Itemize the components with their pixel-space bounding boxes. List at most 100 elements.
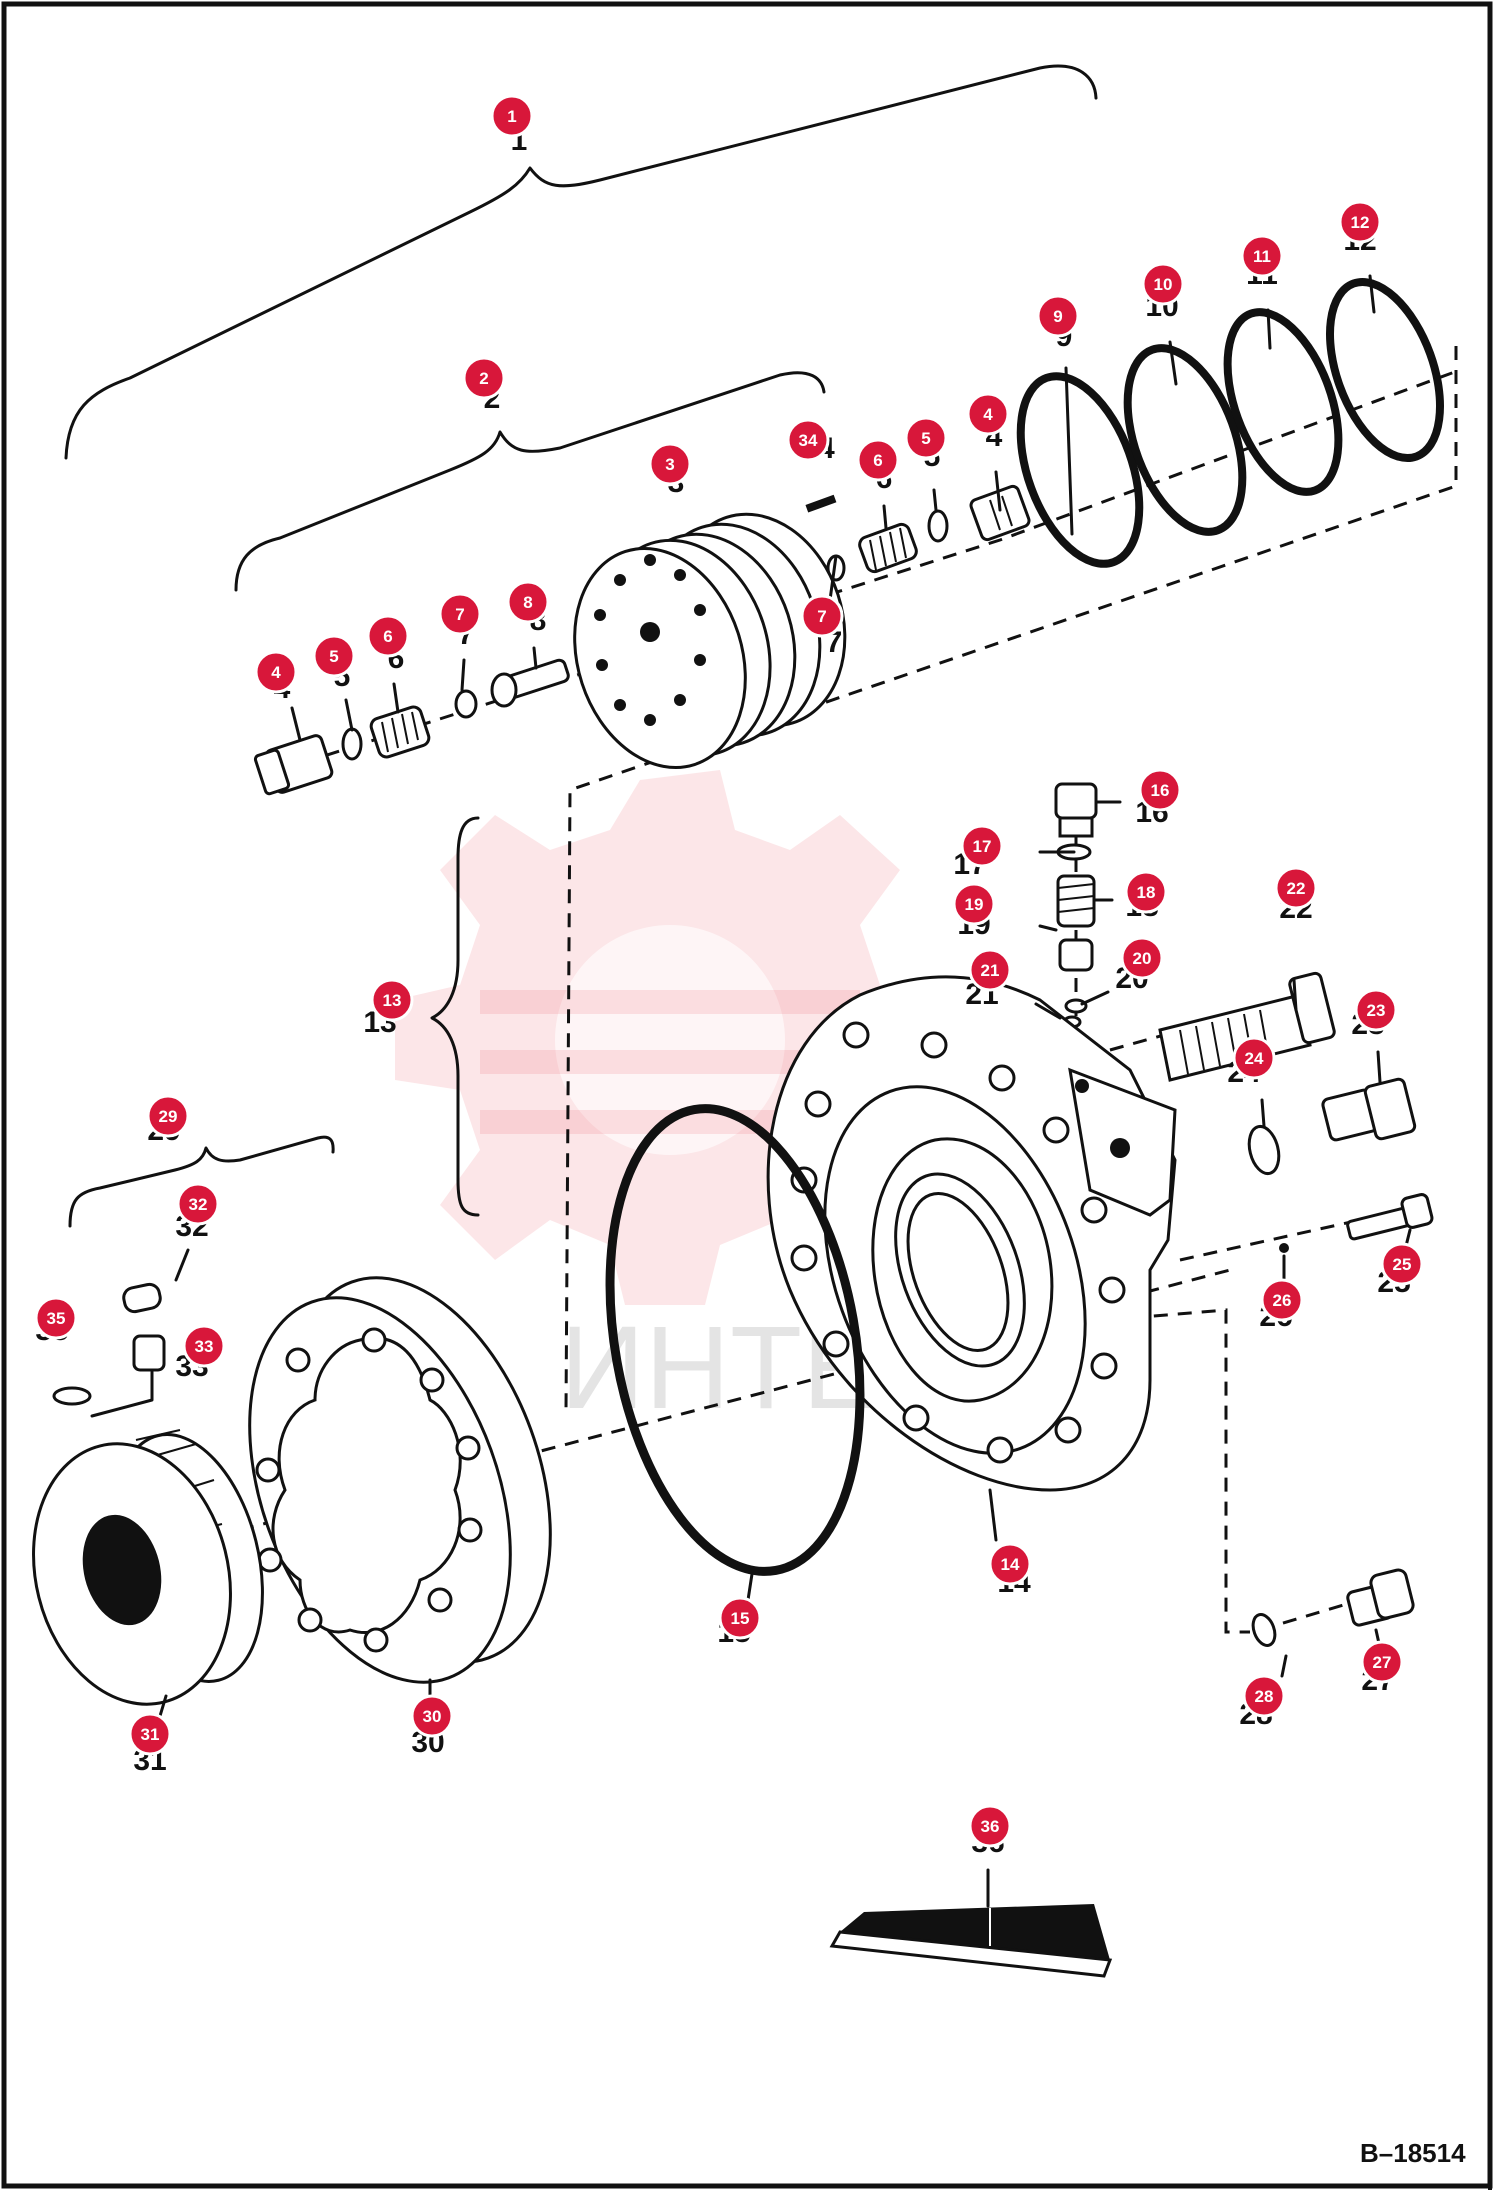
callout-circle[interactable] (718, 1596, 762, 1640)
callout-circle[interactable] (1274, 866, 1318, 910)
callout-number: 27 (1373, 1653, 1392, 1672)
callout-circle[interactable] (856, 438, 900, 482)
callout-23[interactable]: 23 (1354, 988, 1398, 1032)
callout-circle[interactable] (490, 94, 534, 138)
callout-24[interactable]: 24 (1232, 1036, 1276, 1080)
callout-circle[interactable] (128, 1712, 172, 1756)
callout-13[interactable]: 13 (370, 978, 414, 1022)
callout-7[interactable]: 7 (800, 594, 844, 638)
callout-21[interactable]: 21 (968, 948, 1012, 992)
callout-number: 7 (455, 605, 464, 624)
callout-circle[interactable] (34, 1296, 78, 1340)
callout-circle[interactable] (366, 614, 410, 658)
callout-11[interactable]: 11 (1240, 234, 1284, 278)
callout-25[interactable]: 25 (1380, 1242, 1424, 1286)
callout-circle[interactable] (904, 416, 948, 460)
callout-18[interactable]: 18 (1124, 870, 1168, 914)
callout-circle[interactable] (966, 392, 1010, 436)
callout-circle[interactable] (648, 442, 692, 486)
callout-28[interactable]: 28 (1242, 1674, 1286, 1718)
callout-circle[interactable] (1036, 294, 1080, 338)
callout-32[interactable]: 32 (176, 1182, 220, 1226)
gerotor-30 (248, 1276, 552, 1684)
callout-circle[interactable] (370, 978, 414, 1022)
callout-circle[interactable] (968, 948, 1012, 992)
callout-27[interactable]: 27 (1360, 1640, 1404, 1684)
callout-circle[interactable] (786, 418, 830, 462)
callout-circle[interactable] (312, 634, 356, 678)
callout-29[interactable]: 29 (146, 1094, 190, 1138)
callout-circle[interactable] (1240, 234, 1284, 278)
callout-circle[interactable] (800, 594, 844, 638)
motor-housing-14 (766, 975, 1177, 1492)
ball-26 (1279, 1243, 1289, 1253)
callout-circle[interactable] (1124, 870, 1168, 914)
callout-33[interactable]: 33 (182, 1324, 226, 1368)
callout-15[interactable]: 15 (718, 1596, 762, 1640)
callout-6[interactable]: 6 (856, 438, 900, 482)
callout-circle[interactable] (176, 1182, 220, 1226)
callout-7[interactable]: 7 (438, 592, 482, 636)
callout-circle[interactable] (146, 1094, 190, 1138)
callout-31[interactable]: 31 (128, 1712, 172, 1756)
callout-circle[interactable] (182, 1324, 226, 1368)
callout-circle[interactable] (988, 1542, 1032, 1586)
callout-30[interactable]: 30 (410, 1694, 454, 1738)
callout-19[interactable]: 19 (952, 882, 996, 926)
callout-1[interactable]: 1 (490, 94, 534, 138)
callout-number: 12 (1351, 213, 1370, 232)
relief-plug-right (969, 484, 1031, 542)
seal-washer-left-5 (341, 727, 363, 761)
callout-20[interactable]: 20 (1120, 936, 1164, 980)
callout-circle[interactable] (410, 1694, 454, 1738)
shaft-22 (1158, 971, 1336, 1082)
callout-circle[interactable] (968, 1804, 1012, 1848)
callout-34[interactable]: 34 (786, 418, 830, 462)
callout-circle[interactable] (1360, 1640, 1404, 1684)
callout-circle[interactable] (1380, 1242, 1424, 1286)
callout-circle[interactable] (1338, 200, 1382, 244)
callout-2[interactable]: 2 (462, 356, 506, 400)
callout-16[interactable]: 16 (1138, 768, 1182, 812)
callout-14[interactable]: 14 (988, 1542, 1032, 1586)
callout-26[interactable]: 26 (1260, 1278, 1304, 1322)
callout-circle[interactable] (1141, 262, 1185, 306)
callout-circle[interactable] (1242, 1674, 1286, 1718)
callout-number: 18 (1137, 883, 1156, 902)
callout-4[interactable]: 4 (966, 392, 1010, 436)
key-33 (132, 1334, 166, 1372)
callout-12[interactable]: 12 (1338, 200, 1382, 244)
callout-36[interactable]: 36 (968, 1804, 1012, 1848)
callout-circle[interactable] (462, 356, 506, 400)
callout-circle[interactable] (1120, 936, 1164, 980)
callout-22[interactable]: 22 (1274, 866, 1318, 910)
callout-circle[interactable] (1260, 1278, 1304, 1322)
callout-circle[interactable] (1138, 768, 1182, 812)
callout-6[interactable]: 6 (366, 614, 410, 658)
callout-circle[interactable] (952, 882, 996, 926)
callout-circle[interactable] (506, 580, 550, 624)
callout-9[interactable]: 9 (1036, 294, 1080, 338)
callout-circle[interactable] (960, 824, 1004, 868)
callout-4[interactable]: 4 (254, 650, 298, 694)
callout-circle[interactable] (254, 650, 298, 694)
dash-right-box (564, 346, 1458, 1411)
callout-number: 32 (189, 1195, 208, 1214)
o-ring-10 (1123, 344, 1247, 536)
callout-number: 1 (507, 107, 516, 126)
dash-drain (1259, 1598, 1361, 1632)
callout-35[interactable]: 35 (34, 1296, 78, 1340)
callout-3[interactable]: 3 (648, 442, 692, 486)
callout-circle[interactable] (1354, 988, 1398, 1032)
callout-number: 9 (1053, 307, 1062, 326)
callout-number: 29 (159, 1107, 178, 1126)
callout-8[interactable]: 8 (506, 580, 550, 624)
callout-number: 24 (1245, 1049, 1264, 1068)
callout-circle[interactable] (438, 592, 482, 636)
callout-5[interactable]: 5 (312, 634, 356, 678)
callout-17[interactable]: 17 (960, 824, 1004, 868)
callout-circle[interactable] (1232, 1036, 1276, 1080)
callout-5[interactable]: 5 (904, 416, 948, 460)
callout-10[interactable]: 10 (1141, 262, 1185, 306)
